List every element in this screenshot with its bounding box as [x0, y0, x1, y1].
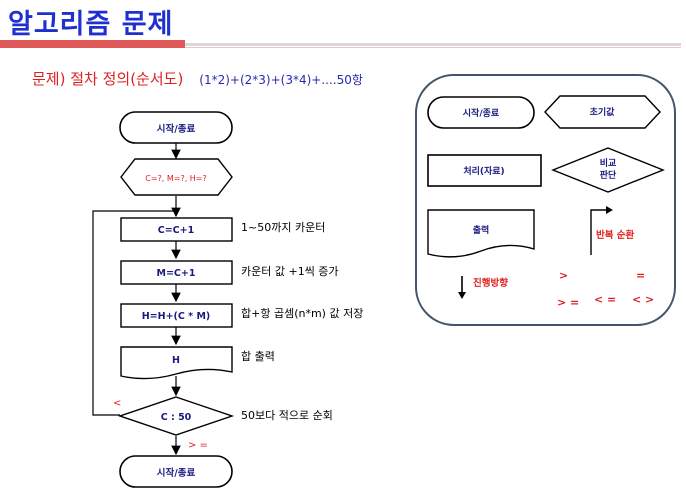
decision-note: 50보다 적으로 순회	[241, 409, 333, 422]
process-c-increment	[120, 217, 233, 242]
legend-initial-label: 초기값	[590, 106, 616, 118]
legend-op-le: < =	[594, 293, 616, 306]
legend-output-symbol	[427, 209, 535, 258]
legend-direction-arrowhead	[458, 292, 466, 299]
problem-formula: (1*2)+(2*3)+(3*4)+....50항	[199, 73, 363, 87]
init-label: C=?, M=?, H=?	[145, 174, 207, 183]
end-label: 시작/종료	[157, 467, 196, 479]
branch-less-label: <	[113, 398, 121, 409]
legend-loop-symbol	[590, 209, 611, 255]
legend-op-gt: >	[559, 269, 568, 282]
step1-note: 1~50까지 카운터	[241, 221, 325, 234]
step2-label: M=C+1	[157, 268, 196, 279]
flow-connectors	[92, 143, 181, 456]
problem-statement: 문제) 절차 정의(순서도) (1*2)+(2*3)+(3*4)+....50항	[32, 68, 363, 89]
legend-terminal-label: 시작/종료	[463, 108, 500, 119]
legend-process-symbol	[427, 154, 542, 187]
decision-label: C : 50	[161, 412, 192, 423]
title-underline	[185, 43, 681, 46]
page-title: 알고리즘 문제	[8, 9, 174, 40]
legend-op-ne: < >	[632, 293, 654, 306]
problem-text: 절차 정의(순서도)	[65, 70, 184, 88]
decision-diamond	[117, 396, 235, 436]
step3-label: H=H+(C * M)	[142, 311, 211, 322]
legend-process-label: 처리(자료)	[463, 165, 504, 177]
init-hexagon	[120, 158, 233, 196]
legend-compare-symbol	[551, 147, 665, 193]
process-h-accumulate	[120, 303, 233, 328]
process-m-assign	[120, 260, 233, 285]
problem-label: 문제)	[32, 70, 66, 88]
legend-terminal-symbol	[427, 96, 535, 129]
legend-direction-label: 진행방향	[473, 277, 508, 289]
legend-output-label: 출력	[473, 224, 490, 236]
output-label: H	[172, 355, 180, 366]
output-document	[120, 346, 233, 380]
legend-compare-line2: 판단	[600, 169, 617, 181]
legend-op-ge: > =	[557, 296, 579, 309]
title-underline-accent	[0, 40, 185, 48]
step3-note: 합+항 곱셈(n*m) 값 저장	[241, 307, 363, 320]
legend-loop-label: 반복 순환	[596, 229, 635, 241]
legend-compare-line1: 비교	[600, 157, 617, 169]
legend-op-eq: =	[636, 269, 645, 282]
output-note: 합 출력	[241, 350, 275, 363]
step2-note: 카운터 값 +1씩 증가	[241, 265, 339, 278]
start-terminal	[119, 111, 233, 144]
legend-loop-arrowhead	[606, 206, 613, 214]
title-underline-thin	[185, 47, 681, 48]
step1-label: C=C+1	[158, 225, 194, 236]
legend-panel	[415, 74, 676, 326]
end-terminal	[119, 455, 233, 488]
branch-ge-label: > =	[188, 440, 208, 451]
legend-initial-symbol	[544, 95, 661, 129]
start-label: 시작/종료	[157, 123, 196, 135]
